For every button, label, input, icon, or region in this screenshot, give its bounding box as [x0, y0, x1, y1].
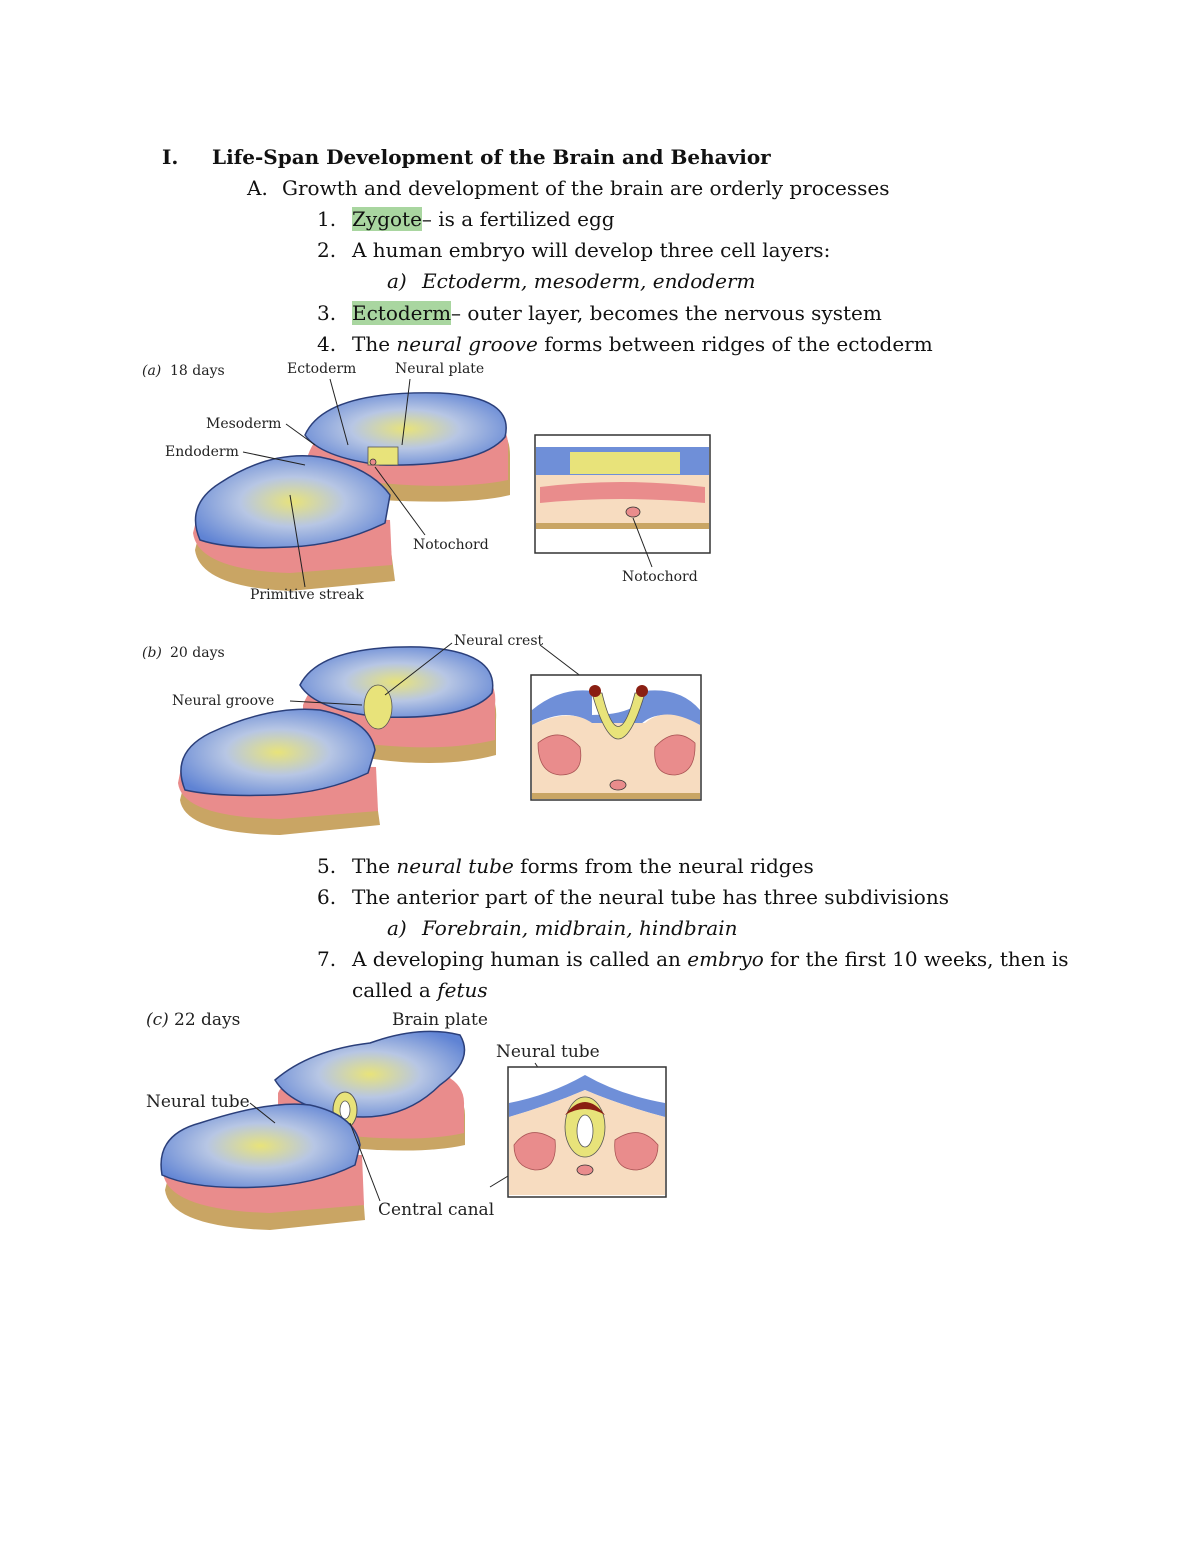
leader-line — [632, 517, 653, 568]
cross-section-inset — [534, 434, 711, 554]
emphasized-term: embryo — [687, 947, 764, 971]
item-number: 4. — [317, 332, 337, 356]
list-item: A developing human is called an embryo f… — [352, 945, 1069, 973]
item-text: The — [352, 332, 397, 356]
list-item: Forebrain, midbrain, hindbrain — [422, 916, 738, 940]
list-item: Ectoderm, mesoderm, endoderm — [422, 269, 756, 293]
list-item: Ectoderm– outer layer, becomes the nervo… — [352, 299, 882, 327]
figure-18-days: (a) 18 days Ectoderm Neural plate Mesode… — [142, 361, 711, 603]
leader-line — [374, 466, 426, 536]
item-number: 7. — [317, 947, 337, 971]
label-neural-plate: Neural plate — [395, 361, 484, 377]
subheading-text: Growth and development of the brain are … — [282, 176, 890, 200]
item-text: A developing human is called an — [352, 947, 688, 971]
panel-age: 18 days — [170, 363, 225, 379]
label-brain-plate: Brain plate — [392, 1010, 488, 1030]
emphasized-term: neural tube — [396, 854, 514, 878]
label-neural-crest: Neural crest — [454, 633, 544, 649]
leader-line — [329, 378, 349, 446]
leader-line — [242, 451, 306, 466]
list-item: The neural tube forms from the neural ri… — [352, 852, 814, 880]
item-text: called a — [352, 978, 438, 1002]
label-notochord: Notochord — [413, 537, 489, 553]
leader-line — [401, 378, 411, 446]
item-number: 5. — [317, 854, 337, 878]
leader-line — [384, 642, 453, 696]
subheading-letter: A. — [247, 176, 268, 200]
list-item: Zygote– is a fertilized egg — [352, 205, 615, 233]
embryo-front-half — [193, 455, 395, 591]
item-letter: a) — [387, 916, 407, 940]
item-number: 3. — [317, 301, 337, 325]
label-ectoderm: Ectoderm — [287, 361, 356, 377]
item-text: – is a fertilized egg — [421, 207, 615, 231]
leader-line — [289, 494, 306, 588]
notochord-mark — [369, 458, 377, 466]
emphasized-term: neural groove — [396, 332, 538, 356]
embryo-front-half — [160, 1103, 365, 1230]
label-endoderm: Endoderm — [165, 444, 239, 460]
central-canal-mark — [339, 1100, 351, 1120]
leader-line — [349, 1122, 381, 1202]
item-number: 1. — [317, 207, 337, 231]
label-neural-tube: Neural tube — [146, 1092, 250, 1112]
panel-label: (c) — [146, 1010, 169, 1030]
leader-line — [285, 423, 316, 446]
item-text: The — [352, 854, 397, 878]
panel-age: 20 days — [170, 645, 225, 661]
item-number: 2. — [317, 238, 337, 262]
item-letter: a) — [387, 269, 407, 293]
figure-22-days: (c) 22 days Brain plate Neural tube Neur… — [146, 1010, 667, 1230]
panel-label: (a) — [142, 363, 161, 379]
neural-groove-cut — [363, 684, 393, 730]
highlighted-term: Zygote — [352, 207, 422, 231]
label-primitive-streak: Primitive streak — [250, 587, 364, 603]
highlighted-term: Ectoderm — [352, 301, 452, 325]
panel-age: 22 days — [174, 1010, 240, 1030]
heading-title: Life-Span Development of the Brain and B… — [212, 145, 771, 169]
item-text: for the first 10 weeks, then is — [763, 947, 1069, 971]
embryo-front-half — [178, 708, 380, 835]
panel-label: (b) — [142, 645, 162, 661]
list-item: The anterior part of the neural tube has… — [352, 885, 949, 909]
list-item-continuation: called a fetus — [352, 976, 488, 1004]
heading-numeral: I. — [162, 145, 179, 169]
item-text: forms from the neural ridges — [513, 854, 814, 878]
cross-section-inset — [530, 674, 702, 801]
item-text: – outer layer, becomes the nervous syste… — [451, 301, 882, 325]
list-item: A human embryo will develop three cell l… — [352, 238, 831, 262]
figure-20-days: (b) 20 days Neural crest Neural groove — [142, 633, 702, 835]
leader-line — [249, 1102, 276, 1124]
label-neural-tube-inset: Neural tube — [496, 1042, 600, 1062]
list-item: The neural groove forms between ridges o… — [352, 330, 933, 358]
label-mesoderm: Mesoderm — [206, 416, 281, 432]
label-central-canal: Central canal — [378, 1200, 494, 1220]
label-neural-groove: Neural groove — [172, 693, 274, 709]
item-number: 6. — [317, 885, 337, 909]
item-text: forms between ridges of the ectoderm — [537, 332, 933, 356]
emphasized-term: fetus — [437, 978, 488, 1002]
leader-line — [289, 700, 363, 706]
cross-section-inset — [507, 1066, 667, 1198]
label-notochord-inset: Notochord — [622, 569, 698, 585]
